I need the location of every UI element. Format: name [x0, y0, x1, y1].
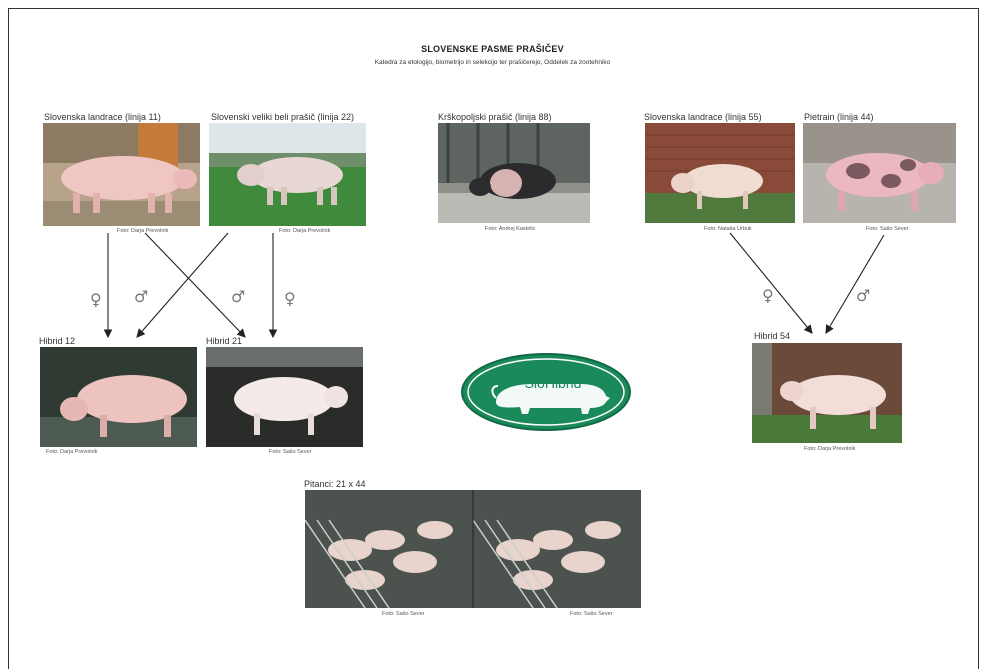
arrow-22-to-hybrid12 — [136, 232, 229, 338]
arrow-11-to-hybrid21 — [144, 232, 246, 338]
credit-hybrid-12: Foto: Darja Prevolnik — [46, 449, 98, 455]
breed-label-22: Slovenski veliki beli prašič (linija 22) — [211, 112, 355, 122]
pitanci-label: Pitanci: 21 x 44 — [304, 479, 366, 489]
photo-hybrid-21 — [206, 347, 363, 447]
photo-large-white-22 — [209, 123, 366, 226]
credit-hybrid-21: Foto: Sašo Sever — [269, 449, 312, 455]
female-symbol: ♀ — [284, 289, 296, 308]
hybrid-label-12: Hibrid 12 — [39, 336, 76, 346]
hybrid-label-21: Hibrid 21 — [206, 336, 243, 346]
arrow-55-to-hybrid54 — [729, 232, 813, 334]
breed-label-11: Slovenska landrace (linija 11) — [44, 112, 161, 122]
credit-88: Foto: Andrej Kastelic — [485, 226, 536, 232]
photo-krskopolje-88 — [438, 123, 590, 223]
photo-landrace-55 — [645, 123, 795, 223]
slohibrid-logo: SloHibrid — [460, 352, 632, 432]
male-symbol: ♂ — [134, 287, 149, 306]
breed-label-55: Slovenska landrace (linija 55) — [644, 112, 762, 122]
logo-text: SloHibrid — [525, 375, 582, 391]
male-symbol: ♂ — [856, 286, 871, 305]
female-symbol: ♀ — [90, 290, 102, 309]
page-subtitle: Katedra za etologijo, biometrijo in sele… — [374, 59, 611, 66]
credit-hybrid-54: Foto: Darja Prevolnik — [804, 446, 856, 452]
credit-11: Foto: Darja Prevolnik — [117, 228, 169, 234]
credit-44: Foto: Sašo Sever — [866, 226, 909, 232]
credit-pitanci-left: Foto: Sašo Sever — [382, 611, 425, 617]
page-title: SLOVENSKE PASME PRAŠIČEV — [421, 44, 564, 54]
female-symbol: ♀ — [762, 286, 774, 305]
photo-pitanci — [305, 490, 641, 608]
breed-label-88: Krškopoljski prašič (linija 88) — [438, 112, 552, 122]
page-frame — [8, 8, 979, 669]
photo-landrace-11 — [43, 123, 200, 226]
photo-pietrain-44 — [803, 123, 956, 223]
hybrid-label-54: Hibrid 54 — [754, 331, 791, 341]
credit-pitanci-right: Foto: Sašo Sever — [570, 611, 613, 617]
credit-22: Foto: Darja Prevolnik — [279, 228, 331, 234]
male-symbol: ♂ — [231, 287, 246, 306]
photo-hybrid-54 — [752, 343, 902, 443]
credit-55: Foto: Nataša Urbuk — [704, 226, 752, 232]
arrow-44-to-hybrid54 — [825, 234, 885, 334]
breed-label-44: Pietrain (linija 44) — [804, 112, 874, 122]
photo-hybrid-12 — [40, 347, 197, 447]
